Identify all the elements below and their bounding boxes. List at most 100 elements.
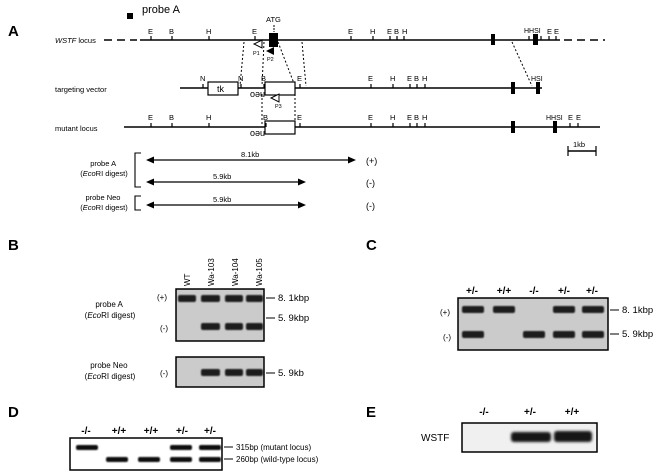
- blot-b-size-minus: 5. 9kbp: [278, 313, 309, 324]
- gel-d-bands: [76, 445, 221, 462]
- band: [201, 323, 220, 330]
- site-h: H: [206, 113, 211, 122]
- fragment-plus-size: 8.1kb: [241, 150, 259, 159]
- blot-b-neo-sign: (-): [160, 369, 168, 378]
- lane-label: +/+: [144, 426, 159, 437]
- fragment-plus-arrow: [146, 156, 356, 164]
- panel-c: C +/- +/+ -/- +/- +/- (+) (-) 8. 1kbp 5.…: [366, 237, 653, 351]
- western-row-label: WSTF: [421, 433, 449, 444]
- site-n: N: [238, 74, 243, 83]
- band: [246, 369, 263, 376]
- band: [178, 295, 196, 302]
- site-e: E: [368, 113, 373, 122]
- site-h: H: [422, 113, 427, 122]
- band: [201, 369, 220, 376]
- panel-d-label: D: [8, 404, 19, 421]
- blot-b-size-neo: 5. 9kb: [278, 368, 304, 379]
- site-e: E: [297, 113, 302, 122]
- mutant-sites: E B H B E E H E B H HHSI E E: [148, 113, 581, 127]
- tk-label: tk: [217, 84, 225, 94]
- lane-label: +/-: [176, 426, 188, 437]
- wstf-locus-sites: E B H E E H E B H HHSI E E: [148, 27, 559, 40]
- panel-e: E -/- +/- +/+ WSTF: [366, 404, 598, 453]
- blot-c: [457, 297, 609, 351]
- fragment-neo-size: 5.9kb: [213, 195, 231, 204]
- neo-cassette-vector: [264, 81, 296, 96]
- lane-label: +/-: [466, 286, 478, 297]
- lane-label: Wa-105: [255, 258, 264, 286]
- probe-neo-blot-label: probe Neo (EcoRI digest): [85, 361, 136, 381]
- targeting-vector-label: targeting vector: [55, 85, 107, 94]
- blot-c-size-minus: 5. 9kbp: [622, 329, 653, 340]
- panel-b-label: B: [8, 237, 19, 254]
- band: [225, 295, 243, 302]
- atg-label: ATG: [266, 15, 281, 24]
- panel-b: B WT Wa-103 Wa-104 Wa-105 probe A (EcoRI…: [8, 237, 309, 388]
- band: [225, 323, 243, 330]
- probe-neo-bracket: [134, 195, 141, 211]
- band: [170, 457, 192, 462]
- vector-exon-3: [536, 82, 540, 94]
- site-h: H: [390, 74, 395, 83]
- gel-d-band-wildtype: 260bp (wild-type locus): [236, 455, 319, 464]
- site-e: E: [348, 27, 353, 36]
- band: [553, 306, 575, 313]
- band: [225, 369, 243, 376]
- site-b: B: [414, 74, 419, 83]
- band: [76, 445, 98, 450]
- band: [493, 306, 515, 313]
- lane-label: +/+: [497, 286, 512, 297]
- vector-exon-2: [511, 82, 515, 94]
- probe-a-bracket: [134, 152, 141, 188]
- site-b: B: [169, 113, 174, 122]
- blot-c-plus-sign: (+): [440, 308, 450, 317]
- scale-bar: 1kb: [567, 140, 597, 156]
- band: [199, 445, 221, 450]
- gel-d-band-mutant: 315bp (mutant locus): [236, 443, 311, 452]
- primer-p1-label: P1: [253, 51, 260, 57]
- mutant-exon-3: [553, 121, 557, 133]
- probe-a-fragment-label: probe A (EcoRI digest): [80, 159, 128, 178]
- site-e: E: [252, 27, 257, 36]
- band: [246, 295, 263, 302]
- mutant-exon-2: [511, 121, 515, 133]
- band: [199, 457, 221, 462]
- site-e: E: [148, 113, 153, 122]
- gel-d: [69, 437, 223, 471]
- site-b: B: [261, 74, 266, 83]
- band: [201, 295, 220, 302]
- probe-neo-fragment-label: probe Neo (EcoRI digest): [80, 193, 128, 212]
- band: [106, 457, 128, 462]
- exon-2: [491, 34, 495, 45]
- lane-label: Wa-104: [231, 258, 240, 286]
- fragment-minus-arrow: [146, 178, 306, 186]
- lane-label: +/-: [558, 286, 570, 297]
- site-e: E: [387, 27, 392, 36]
- site-e: E: [407, 113, 412, 122]
- band: [170, 445, 192, 450]
- lane-label: Wa-103: [207, 258, 216, 286]
- blot-b-size-plus: 8. 1kbp: [278, 293, 309, 304]
- lane-label: +/-: [204, 426, 216, 437]
- primer-p3-arrow: [269, 93, 280, 103]
- site-b: B: [394, 27, 399, 36]
- band: [582, 306, 604, 313]
- vector-sites: N N B E E H E B H HSI: [200, 74, 543, 88]
- primer-p2-arrow: [266, 47, 274, 55]
- probe-a-blot-label: probe A (EcoRI digest): [85, 300, 136, 320]
- site-h: H: [370, 27, 375, 36]
- site-e: E: [148, 27, 153, 36]
- exon-1: [269, 33, 278, 47]
- site-e: E: [547, 27, 552, 36]
- neo-label-mutant: neo: [250, 129, 265, 139]
- panel-a-label: A: [8, 23, 19, 40]
- site-e: E: [407, 74, 412, 83]
- site-h: H: [402, 27, 407, 36]
- band: [511, 432, 551, 442]
- lane-label: WT: [183, 273, 192, 286]
- site-h: H: [206, 27, 211, 36]
- site-n: N: [200, 74, 205, 83]
- band: [582, 331, 604, 338]
- lane-label: +/-: [586, 286, 598, 297]
